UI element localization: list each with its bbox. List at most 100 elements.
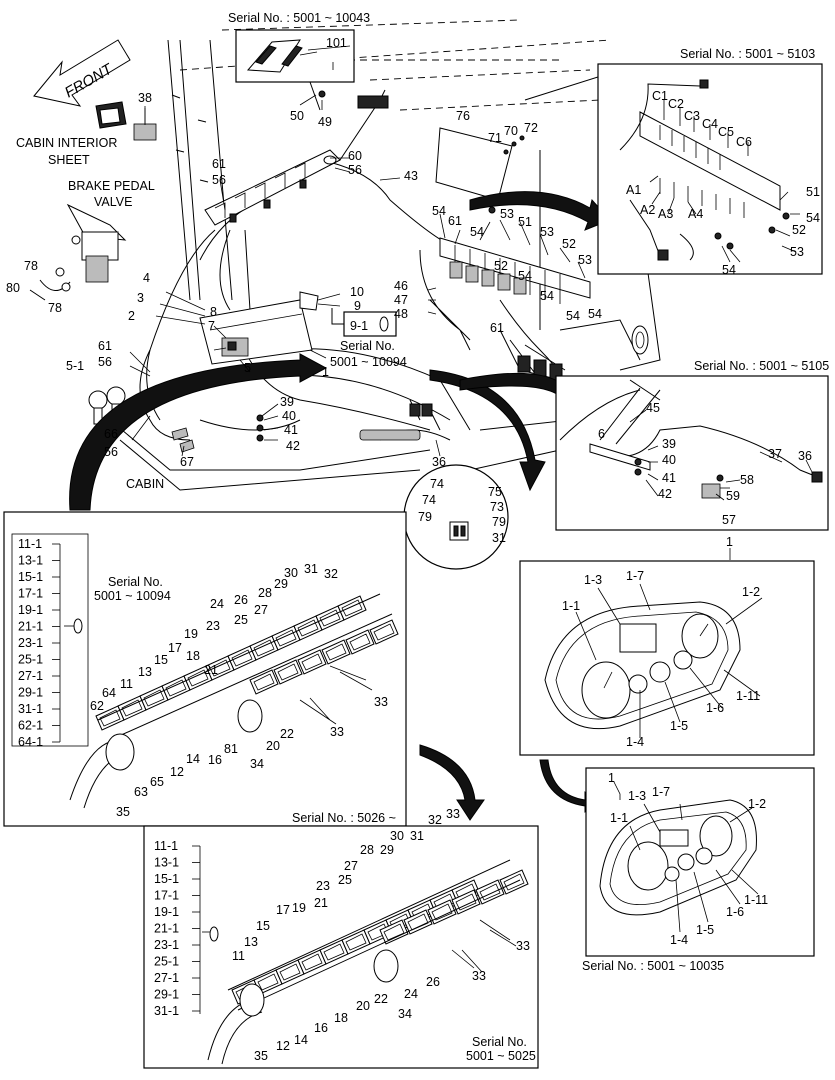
bulb-label: 23-1 bbox=[154, 938, 179, 952]
label-s28: 28 bbox=[258, 586, 272, 600]
label-h37: 37 bbox=[768, 447, 782, 461]
label-48: 48 bbox=[394, 307, 408, 321]
label-52b: 52 bbox=[494, 259, 508, 273]
label-61c: 61 bbox=[490, 321, 504, 335]
label-h58: 58 bbox=[740, 473, 754, 487]
label-74b: 74 bbox=[422, 493, 436, 507]
label-k1-11: 1-11 bbox=[744, 893, 768, 907]
label-31a: 31 bbox=[492, 531, 506, 545]
label-b19: 19 bbox=[292, 901, 306, 915]
label-67: 67 bbox=[180, 455, 194, 469]
label-79b: 79 bbox=[492, 515, 506, 529]
rocker-switch-face bbox=[257, 973, 279, 991]
label-79a: 79 bbox=[418, 510, 432, 524]
label-h36: 36 bbox=[798, 449, 812, 463]
label-b22: 22 bbox=[374, 992, 388, 1006]
label-70: 70 bbox=[504, 124, 518, 138]
label-s64: 64 bbox=[102, 686, 116, 700]
label-5: 5 bbox=[244, 361, 251, 375]
rocker-switch-face bbox=[297, 619, 319, 637]
label-56c: 56 bbox=[98, 355, 112, 369]
label-k1-5: 1-5 bbox=[696, 923, 714, 937]
label-10: 10 bbox=[350, 285, 364, 299]
label-h1: 1 bbox=[726, 535, 733, 549]
label-51a: 51 bbox=[518, 215, 532, 229]
label-c5: C5 bbox=[718, 125, 734, 139]
label-s35: 35 bbox=[116, 805, 130, 819]
rocker-switch-face bbox=[319, 609, 341, 627]
label-c3: C3 bbox=[684, 109, 700, 123]
label-b29: 29 bbox=[380, 843, 394, 857]
switch-b-bottom-serial-1: Serial No. bbox=[472, 1035, 527, 1049]
bulb-label: 29-1 bbox=[18, 686, 43, 700]
label-b33c: 33 bbox=[472, 969, 486, 983]
bulb-label: 62-1 bbox=[18, 719, 43, 733]
label-s26: 26 bbox=[234, 593, 248, 607]
label-b16: 16 bbox=[314, 1021, 328, 1035]
label-b17: 17 bbox=[276, 903, 290, 917]
label-53c: 53 bbox=[578, 253, 592, 267]
label-101: 101 bbox=[326, 36, 347, 50]
rocker-switch-face bbox=[253, 639, 275, 657]
label-56d: 56 bbox=[104, 445, 118, 459]
bulb-list-b: 11-113-115-117-119-121-123-125-127-129-1… bbox=[154, 839, 200, 1018]
label-s14: 14 bbox=[186, 752, 200, 766]
label-46: 46 bbox=[394, 279, 408, 293]
bulb-label: 21-1 bbox=[154, 922, 179, 936]
label-b18: 18 bbox=[334, 1011, 348, 1025]
label-b15: 15 bbox=[256, 919, 270, 933]
label-brake-pedal: BRAKE PEDAL bbox=[68, 179, 155, 193]
label-43: 43 bbox=[404, 169, 418, 183]
label-b26: 26 bbox=[426, 975, 440, 989]
inset-wiring: Serial No. : 5001 ~ 5103 C1 C2 C3 C4 C5 … bbox=[597, 47, 823, 277]
label-38: 38 bbox=[138, 91, 152, 105]
label-s62: 62 bbox=[90, 699, 104, 713]
label-54b: 54 bbox=[470, 225, 484, 239]
label-h59: 59 bbox=[726, 489, 740, 503]
label-8: 8 bbox=[210, 305, 217, 319]
label-g1-6: 1-6 bbox=[706, 701, 724, 715]
bulb-label: 27-1 bbox=[18, 669, 43, 683]
rocker-switch-face bbox=[301, 953, 323, 971]
inset-harness-serial: Serial No. : 5001 ~ 5105 bbox=[694, 359, 829, 373]
label-i53: 53 bbox=[790, 245, 804, 259]
label-b13: 13 bbox=[244, 935, 258, 949]
label-h40: 40 bbox=[662, 453, 676, 467]
label-75: 75 bbox=[488, 485, 502, 499]
label-5-1: 5-1 bbox=[66, 359, 84, 373]
label-53a: 53 bbox=[500, 207, 514, 221]
label-cabin: CABIN bbox=[126, 477, 164, 491]
rocker-switch-face bbox=[301, 653, 323, 671]
label-42a: 42 bbox=[286, 439, 300, 453]
rocker-switch-face bbox=[253, 673, 275, 691]
rocker-switch-face bbox=[143, 689, 165, 707]
label-s16: 16 bbox=[208, 753, 222, 767]
label-7: 7 bbox=[208, 319, 215, 333]
label-s34: 34 bbox=[250, 757, 264, 771]
label-g1-2: 1-2 bbox=[742, 585, 760, 599]
rocker-switch-face bbox=[373, 623, 395, 641]
label-73: 73 bbox=[490, 500, 504, 514]
rocker-switch-face bbox=[277, 663, 299, 681]
label-s19: 19 bbox=[184, 627, 198, 641]
label-53b: 53 bbox=[540, 225, 554, 239]
label-52a: 52 bbox=[562, 237, 576, 251]
rocker-switch-face bbox=[99, 709, 121, 727]
bulb-label: 13-1 bbox=[18, 554, 43, 568]
rocker-switch-face bbox=[341, 599, 363, 617]
bulb-label: 31-1 bbox=[18, 702, 43, 716]
label-74a: 74 bbox=[430, 477, 444, 491]
brake-pedal-valve bbox=[29, 203, 127, 301]
label-78a: 78 bbox=[24, 259, 38, 273]
label-47: 47 bbox=[394, 293, 408, 307]
label-h45: 45 bbox=[646, 401, 660, 415]
label-serial-top: Serial No. : 5001 ~ 10043 bbox=[228, 11, 370, 25]
detail-circle-74-79 bbox=[403, 399, 509, 570]
inset-switch-a: Serial No. 5001 ~ 10094 11-113-115-117-1… bbox=[3, 511, 407, 827]
label-valve: VALVE bbox=[94, 195, 132, 209]
inset-gauge-a: 1-3 1-7 1-1 1-2 1-11 1-6 1-5 1-4 bbox=[519, 560, 815, 756]
label-39a: 39 bbox=[280, 395, 294, 409]
label-9-1: 9-1 bbox=[350, 319, 368, 333]
label-i52: 52 bbox=[792, 223, 806, 237]
roof-part-101 bbox=[235, 29, 355, 83]
